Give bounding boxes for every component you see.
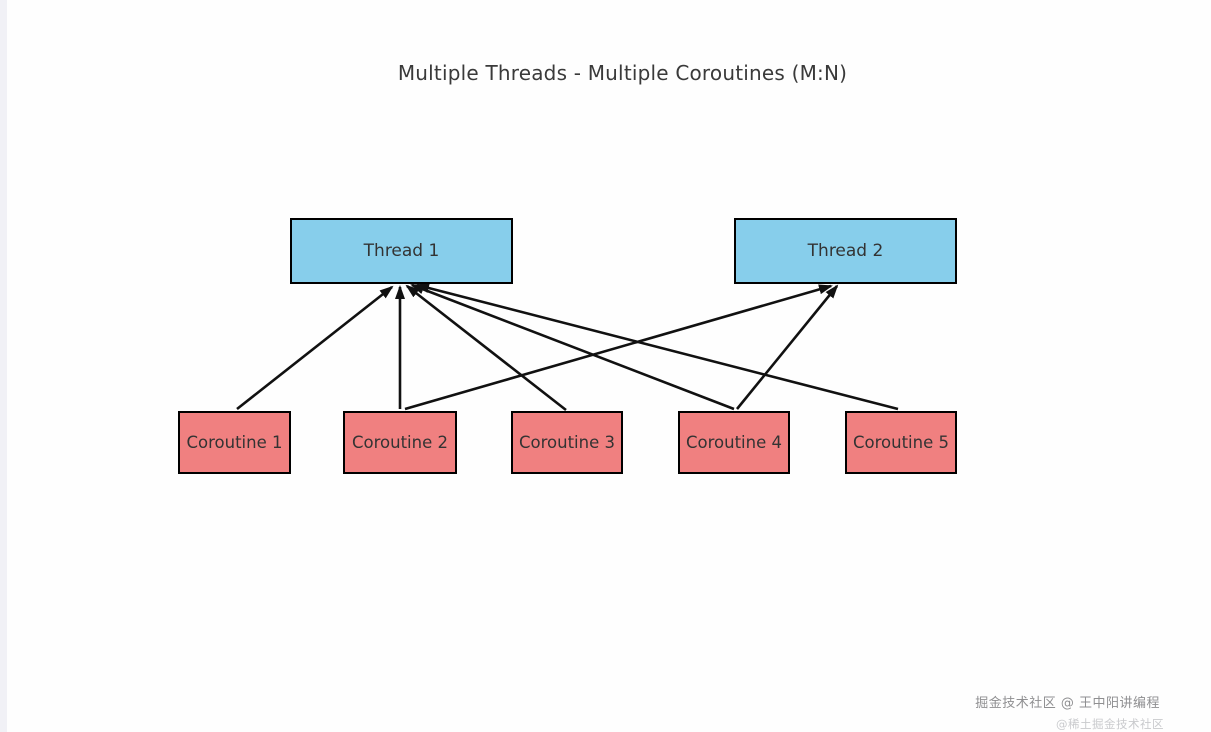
node-thread2: Thread 2 xyxy=(734,218,957,284)
node-thread1: Thread 1 xyxy=(290,218,513,284)
node-coroutine2: Coroutine 2 xyxy=(343,411,457,474)
node-label-coroutine1: Coroutine 1 xyxy=(186,433,283,452)
node-label-coroutine4: Coroutine 4 xyxy=(686,433,782,452)
watermark-text: 掘金技术社区 @ 王中阳讲编程 xyxy=(975,696,1160,711)
node-label-coroutine5: Coroutine 5 xyxy=(853,433,949,452)
left-edge-strip xyxy=(0,0,7,732)
node-label-coroutine2: Coroutine 2 xyxy=(352,433,448,452)
node-label-thread1: Thread 1 xyxy=(363,241,440,261)
arrow-coroutine4-to-thread1 xyxy=(410,283,735,411)
arrow-coroutine2-to-thread2 xyxy=(404,284,833,411)
node-label-coroutine3: Coroutine 3 xyxy=(519,433,615,452)
arrow-coroutine5-to-thread1 xyxy=(415,283,899,411)
arrow-coroutine1-to-thread1 xyxy=(236,285,394,411)
node-label-thread2: Thread 2 xyxy=(807,241,884,261)
arrow-coroutine3-to-thread1 xyxy=(405,284,567,412)
node-coroutine5: Coroutine 5 xyxy=(845,411,957,474)
node-coroutine4: Coroutine 4 xyxy=(678,411,790,474)
node-coroutine1: Coroutine 1 xyxy=(178,411,291,474)
watermark-faint-text: @稀土掘金技术社区 xyxy=(1056,717,1164,731)
diagram-title: Multiple Threads - Multiple Coroutines (… xyxy=(397,61,848,85)
arrow-coroutine4-to-thread2 xyxy=(735,284,839,410)
node-coroutine3: Coroutine 3 xyxy=(511,411,623,474)
